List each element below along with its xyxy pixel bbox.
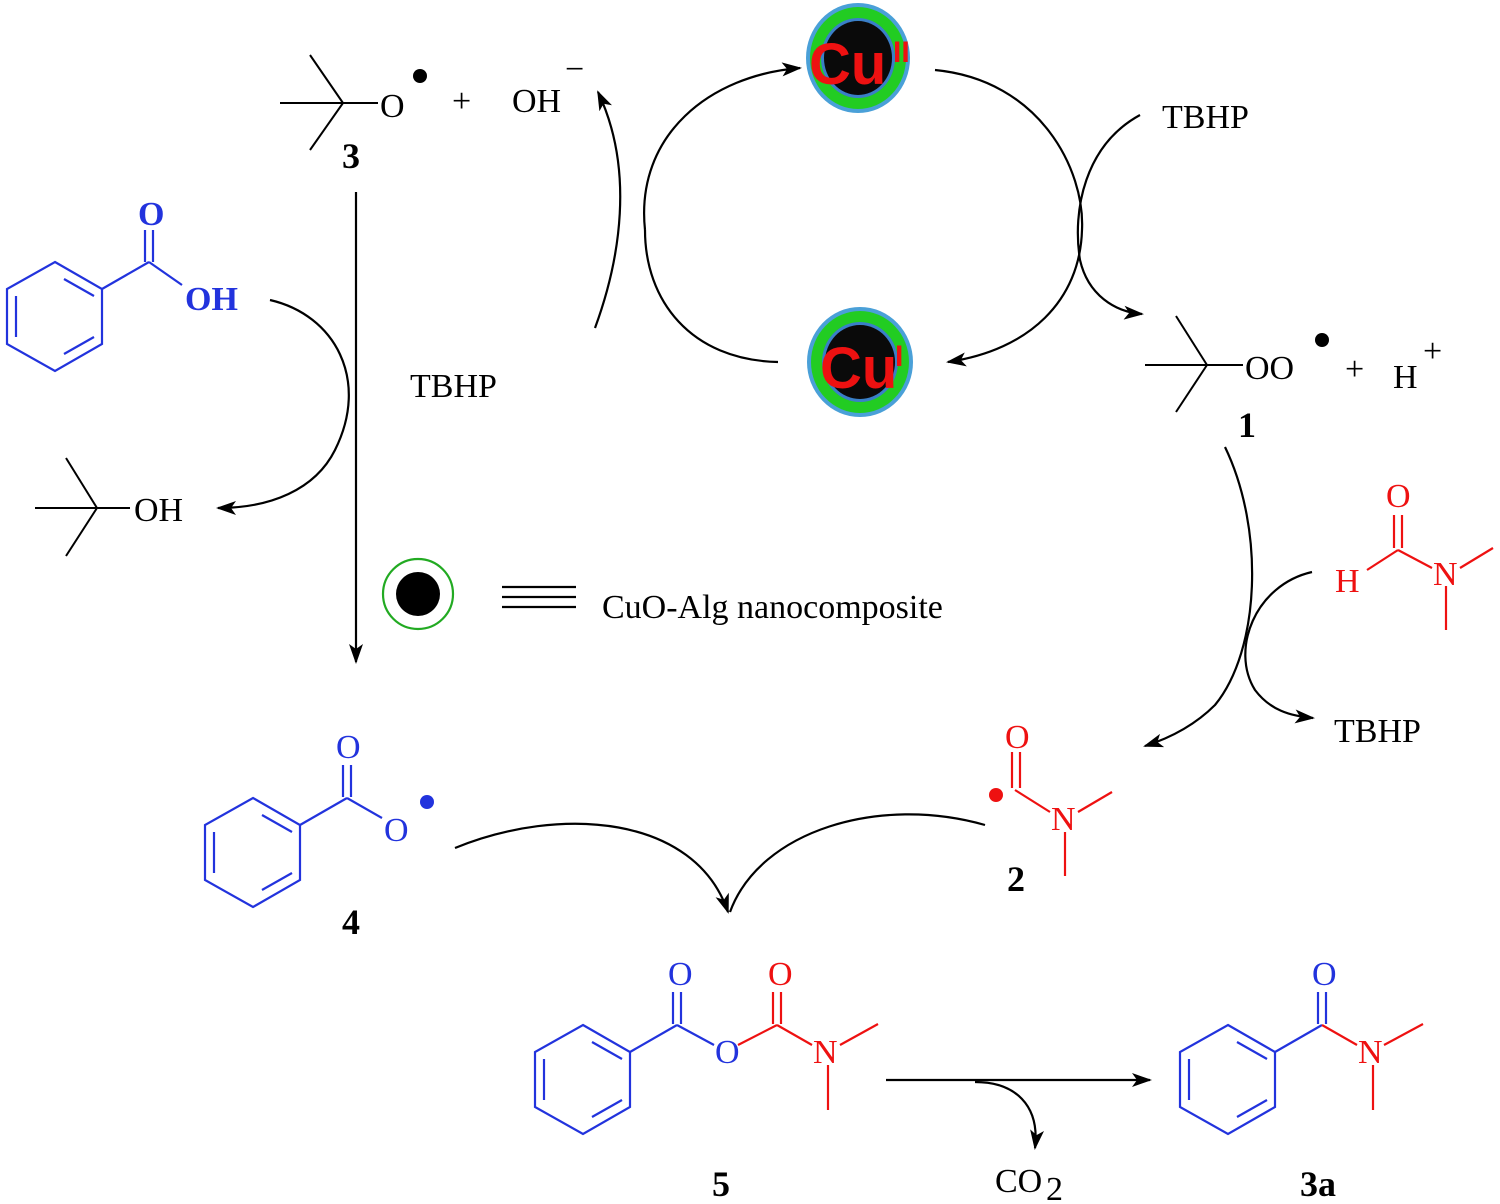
tbhp-in-arrow [1076,114,1144,320]
tbhp-label-top: TBHP [1162,99,1249,136]
c3-oxygen: O [380,88,405,125]
radical-dot [413,69,427,83]
cycle-arrow-top-left [643,62,802,231]
hydroxide-label: OH [512,83,561,120]
plus-sign-1: + [452,83,471,120]
compound-1: OO 1 [1145,315,1329,445]
c3a-nitrogen: N [1358,1034,1383,1071]
c2-oxygen: O [1005,719,1030,756]
tbuoh-hydroxyl: OH [134,492,183,529]
c1-oxygens: OO [1245,350,1294,387]
cu2-label: Cu [809,32,886,97]
cu1-oxidation: I [895,340,903,373]
acid-carbonyl-oxygen: O [138,196,164,233]
c5-benzoyl-oxygen: O [668,956,693,993]
compound-5: O O O N 5 [533,956,879,1204]
arrow-acid-to-tbuoh [216,298,350,515]
co2-release-arrow [974,1080,1045,1150]
arrow-dmf-to-tbhp [1244,570,1315,724]
proton-label: H [1393,359,1418,396]
c4-radical-oxygen: O [384,812,409,849]
c2-nitrogen: N [1051,801,1076,838]
catalyst-cycle [593,62,1144,367]
c5-nitrogen: N [813,1034,838,1071]
oh-out-arrow [593,90,622,329]
compound-3: O 3 [280,54,427,176]
compound-number-3a: 3a [1300,1164,1336,1204]
compound-number-3: 3 [342,136,360,176]
equivalence-sign [502,585,576,609]
plus-sign-2: + [1345,351,1364,388]
radical-dot-1 [1315,333,1329,347]
dmf-oxygen: O [1386,478,1411,515]
c5-bridging-oxygen: O [715,1034,740,1071]
compound-number-1: 1 [1238,405,1256,445]
cu2-particle: Cu II [806,3,910,113]
legend-particle-core [396,572,440,616]
co2-label: CO [995,1163,1042,1200]
compound-number-5: 5 [712,1164,730,1204]
radical-dot-4 [420,795,434,809]
cycle-arrow-bottom-left [643,229,779,364]
hydroxide-charge: − [565,51,584,88]
co2-subscript: 2 [1046,1171,1063,1204]
cycle-arrow-right [934,68,1084,367]
proton-charge: + [1423,333,1442,370]
dmf-hydrogen: H [1335,563,1360,600]
compound-4: O O 4 [203,729,434,942]
arrow-2-to-5 [728,813,986,913]
radical-dot-2 [989,788,1003,802]
legend: CuO-Alg nanocomposite [381,557,943,631]
cu2-oxidation: II [893,36,910,69]
acid-hydroxyl: OH [185,281,238,318]
legend-text: CuO-Alg nanocomposite [602,589,943,626]
dmf: O H N [1335,478,1494,630]
tert-butanol: OH [35,457,183,557]
cu1-particle: Cu I [807,307,913,417]
tbhp-label-right: TBHP [1334,713,1421,750]
c5-carbamoyl-oxygen: O [768,956,793,993]
arrow-1-to-2 [1143,446,1254,748]
dmf-nitrogen: N [1433,556,1458,593]
arrow-4-to-5 [454,822,730,914]
compound-3a: O N 3a [1178,956,1424,1204]
c4-carbonyl-oxygen: O [336,729,361,766]
compound-2: O N 2 [989,719,1113,899]
legend-particle-ring [381,557,455,631]
tbhp-label-left: TBHP [410,368,497,405]
compound-number-4: 4 [342,902,360,942]
cu1-label: Cu [820,336,897,401]
benzoic-acid: O OH [5,196,238,373]
compound-number-2: 2 [1007,859,1025,899]
c3a-oxygen: O [1312,956,1337,993]
